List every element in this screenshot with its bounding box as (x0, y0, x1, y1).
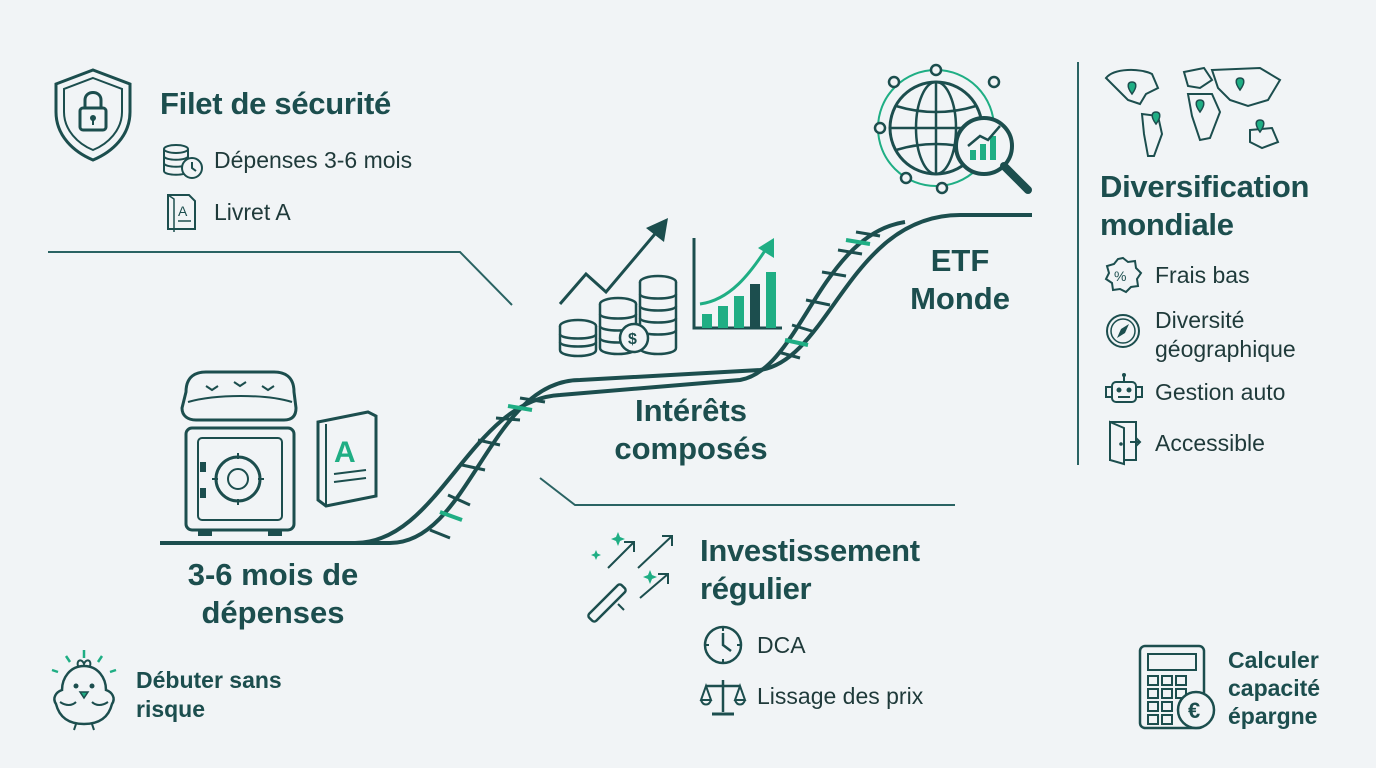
beginner-label: Débuter sans risque (136, 667, 282, 722)
div-item-fees: Frais bas (1155, 262, 1250, 288)
open-door-icon (1109, 420, 1142, 466)
safe-mattress-icon (180, 370, 298, 536)
coins-clock-icon (163, 144, 203, 179)
coins-growth-icon: $ (558, 218, 678, 358)
div-item-auto: Gestion auto (1155, 379, 1286, 405)
calculator-euro-icon: € (1138, 644, 1216, 730)
svg-text:%: % (1114, 268, 1126, 284)
world-map-icon (1104, 66, 1282, 157)
div-item-geography: Diversité géographique (1155, 307, 1296, 362)
svg-text:$: $ (628, 331, 637, 348)
robot-icon (1105, 373, 1143, 403)
safety-title: Filet de sécurité (160, 86, 391, 121)
clock-icon (703, 625, 743, 665)
scales-icon (699, 680, 747, 716)
svg-text:€: € (1188, 698, 1200, 723)
compass-icon (1106, 314, 1140, 348)
globe-search-icon (873, 63, 1032, 195)
shield-lock-icon (54, 68, 132, 162)
regular-item-dca: DCA (757, 632, 806, 658)
stage-start-label: 3-6 mois de dépenses (187, 557, 359, 630)
percent-badge-icon: % (1104, 256, 1143, 294)
livret-a-book-icon: A (316, 410, 378, 508)
regular-item-smoothing: Lissage des prix (757, 683, 924, 709)
div-item-accessible: Accessible (1155, 430, 1265, 456)
regular-title: Investissement régulier (700, 533, 920, 606)
calculator-label: Calculer capacité épargne (1228, 647, 1321, 729)
svg-text:A: A (334, 436, 356, 469)
passbook-icon: A (167, 194, 196, 232)
bar-chart-growth-icon (692, 238, 782, 330)
safety-item-livret-a: Livret A (214, 199, 291, 225)
diversification-title: Diversification mondiale (1100, 169, 1310, 242)
stage-middle-label: Intérêts composés (614, 393, 768, 466)
svg-text:A: A (178, 203, 188, 219)
safety-item-expenses: Dépenses 3-6 mois (214, 147, 413, 173)
stage-end-label: ETF Monde (910, 243, 1010, 316)
magic-wand-icon (587, 532, 673, 623)
chick-icon (51, 650, 117, 731)
